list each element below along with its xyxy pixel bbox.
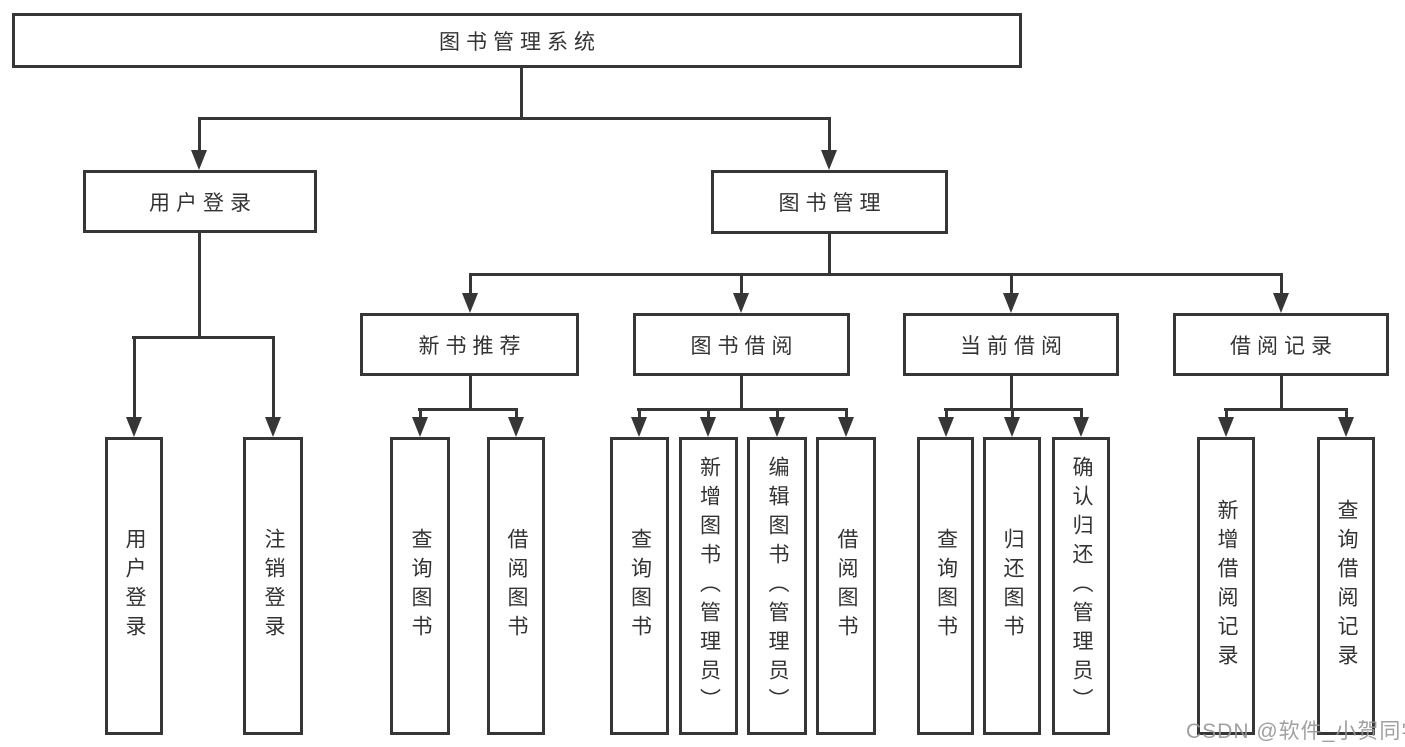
arrowhead-down-icon [769,417,785,437]
leaf-borrow-add-label: 新增图书（管理员） [697,455,721,717]
arrowhead-down-icon [733,293,749,313]
arrowhead-down-icon [700,417,716,437]
leaf-borrow-edit: 编辑图书（管理员） [747,437,807,735]
arrowhead-down-icon [1273,293,1289,313]
arrowhead-down-icon [938,417,954,437]
connector-book-borrow-branch [637,408,847,411]
leaf-newbook-borrow-label: 借阅图书 [505,528,528,644]
arrowhead-down-icon [821,150,837,170]
arrowhead-down-icon [1004,417,1020,437]
leaf-borrow-borrow-label: 借阅图书 [835,528,858,644]
connector-drop [945,408,948,418]
node-current-borrow-label: 当前借阅 [960,334,1068,358]
node-root: 图书管理系统 [12,13,1022,68]
arrowhead-down-icon [631,417,647,437]
leaf-current-return-label: 归还图书 [1001,528,1024,644]
leaf-borrow-edit-label: 编辑图书（管理员） [766,455,789,717]
node-borrow-record: 借阅记录 [1173,313,1389,376]
node-book-borrow-label: 图书借阅 [690,334,799,358]
connector-drop [707,408,710,418]
connector-drop-user-login [198,117,201,151]
leaf-record-query: 查询借阅记录 [1317,437,1375,735]
node-root-label: 图书管理系统 [439,30,601,54]
leaf-user-login: 用户登录 [105,437,163,735]
node-book-mgmt-label: 图书管理 [778,192,887,215]
leaf-borrow-query-label: 查询图书 [628,528,652,644]
connector-drop [776,408,779,418]
connector-borrow-record-branch [1224,408,1347,411]
node-user-login: 用户登录 [83,170,317,233]
node-new-book-rec: 新书推荐 [360,313,579,376]
connector-book-mgmt-stem [828,233,831,273]
connector-new-book-stem [469,375,472,408]
connector-root-stem [520,68,523,117]
connector-book-borrow-stem [740,375,743,408]
leaf-record-query-label: 查询借阅记录 [1335,499,1358,673]
leaf-logout: 注销登录 [243,437,303,735]
arrowhead-down-icon [126,417,142,437]
arrowhead-down-icon [838,417,854,437]
leaf-current-confirm-label: 确认归还（管理员） [1070,455,1093,717]
connector-root-branch [198,117,831,120]
node-current-borrow: 当前借阅 [903,313,1119,376]
connector-drop-current-borrow [1010,273,1013,294]
connector-drop [1345,408,1348,418]
node-new-book-rec-label: 新书推荐 [418,334,527,358]
connector-user-login-stem [198,233,201,336]
connector-user-login-branch [132,336,274,339]
leaf-record-add: 新增借阅记录 [1197,437,1255,735]
leaf-user-login-label: 用户登录 [123,528,146,644]
arrowhead-down-icon [508,417,524,437]
leaf-current-query: 查询图书 [917,437,974,735]
connector-drop-login [133,336,136,419]
node-book-mgmt: 图书管理 [711,170,948,234]
connector-drop [845,408,848,418]
leaf-current-return: 归还图书 [983,437,1041,735]
connector-drop-borrow-record [1280,273,1283,294]
connector-drop-new-book [469,273,472,294]
connector-new-book-branch [418,408,518,411]
connector-drop [419,408,422,418]
leaf-current-confirm: 确认归还（管理员） [1052,437,1110,735]
leaf-current-query-label: 查询图书 [934,528,958,644]
leaf-borrow-borrow: 借阅图书 [816,437,876,735]
connector-drop-book-borrow [740,273,743,294]
arrowhead-down-icon [462,293,478,313]
csdn-watermark: CSDN @软件_小贺同学 [1186,720,1405,743]
connector-book-mgmt-branch [469,273,1283,276]
connector-borrow-record-stem [1280,375,1283,408]
leaf-newbook-query-label: 查询图书 [409,528,432,644]
arrowhead-down-icon [191,150,207,170]
arrowhead-down-icon [412,417,428,437]
node-book-borrow: 图书借阅 [633,313,850,376]
connector-drop-logout [272,336,275,419]
connector-drop [1080,408,1083,418]
connector-drop-book-mgmt [828,117,831,151]
connector-drop [515,408,518,418]
node-user-login-label: 用户登录 [149,191,257,215]
arrowhead-down-icon [1338,417,1354,437]
arrowhead-down-icon [1073,417,1089,437]
arrowhead-down-icon [1003,293,1019,313]
leaf-record-add-label: 新增借阅记录 [1215,499,1238,673]
arrowhead-down-icon [265,417,281,437]
connector-drop [1225,408,1228,418]
leaf-borrow-query: 查询图书 [610,437,669,735]
leaf-logout-label: 注销登录 [262,528,285,644]
arrowhead-down-icon [1218,417,1234,437]
connector-drop [1011,408,1014,418]
leaf-borrow-add: 新增图书（管理员） [679,437,738,735]
leaf-newbook-borrow: 借阅图书 [487,437,545,735]
leaf-newbook-query: 查询图书 [390,437,450,735]
node-borrow-record-label: 借阅记录 [1230,334,1338,358]
connector-current-borrow-stem [1010,375,1013,408]
connector-drop [638,408,641,418]
